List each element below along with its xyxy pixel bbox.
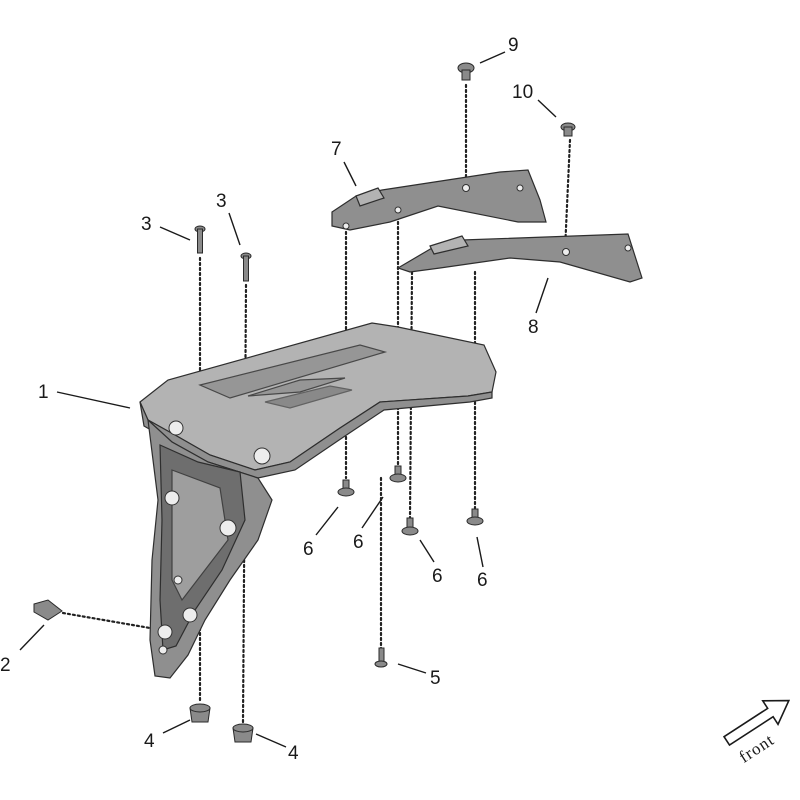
front-direction-indicator: front: [722, 699, 791, 767]
upper-bracket-part: [331, 169, 547, 231]
callout-2: 2: [0, 655, 11, 676]
bolt-part-6c: [401, 517, 419, 536]
callout-7: 7: [331, 139, 342, 160]
screw-part-9: [457, 62, 475, 81]
callout-9: 9: [508, 35, 519, 56]
callout-labels: 1 2 3 3 4 4 5 6 6 6 6 7 8 9 10: [0, 35, 539, 764]
fasteners: [33, 62, 576, 743]
callout-5: 5: [430, 668, 441, 689]
rivet-part-10: [560, 122, 576, 137]
callout-6a: 6: [303, 539, 314, 560]
nut-part-4b: [232, 723, 254, 743]
bolt-part-5: [374, 647, 388, 668]
nut-part-4a: [189, 703, 211, 723]
bolt-part-6d: [466, 508, 484, 526]
main-bracket-part: [139, 322, 497, 679]
callout-8: 8: [528, 317, 539, 338]
leader-lines: [19, 51, 557, 748]
bolt-part-6b: [389, 465, 407, 483]
callout-6d: 6: [477, 570, 488, 591]
callout-4b: 4: [288, 743, 299, 764]
callout-1: 1: [38, 382, 49, 403]
callout-10: 10: [512, 82, 533, 103]
front-arrow-icon: [722, 699, 791, 747]
bolt-part-3a: [194, 225, 206, 254]
bolt-part-6a: [337, 479, 355, 497]
callout-3a: 3: [141, 214, 152, 235]
callout-3b: 3: [216, 191, 227, 212]
callout-4a: 4: [144, 731, 155, 752]
callout-6c: 6: [432, 566, 443, 587]
callout-6b: 6: [353, 532, 364, 553]
bumper-part-2: [33, 599, 63, 621]
bolt-part-3b: [240, 252, 252, 282]
lower-bracket-part: [396, 233, 643, 283]
